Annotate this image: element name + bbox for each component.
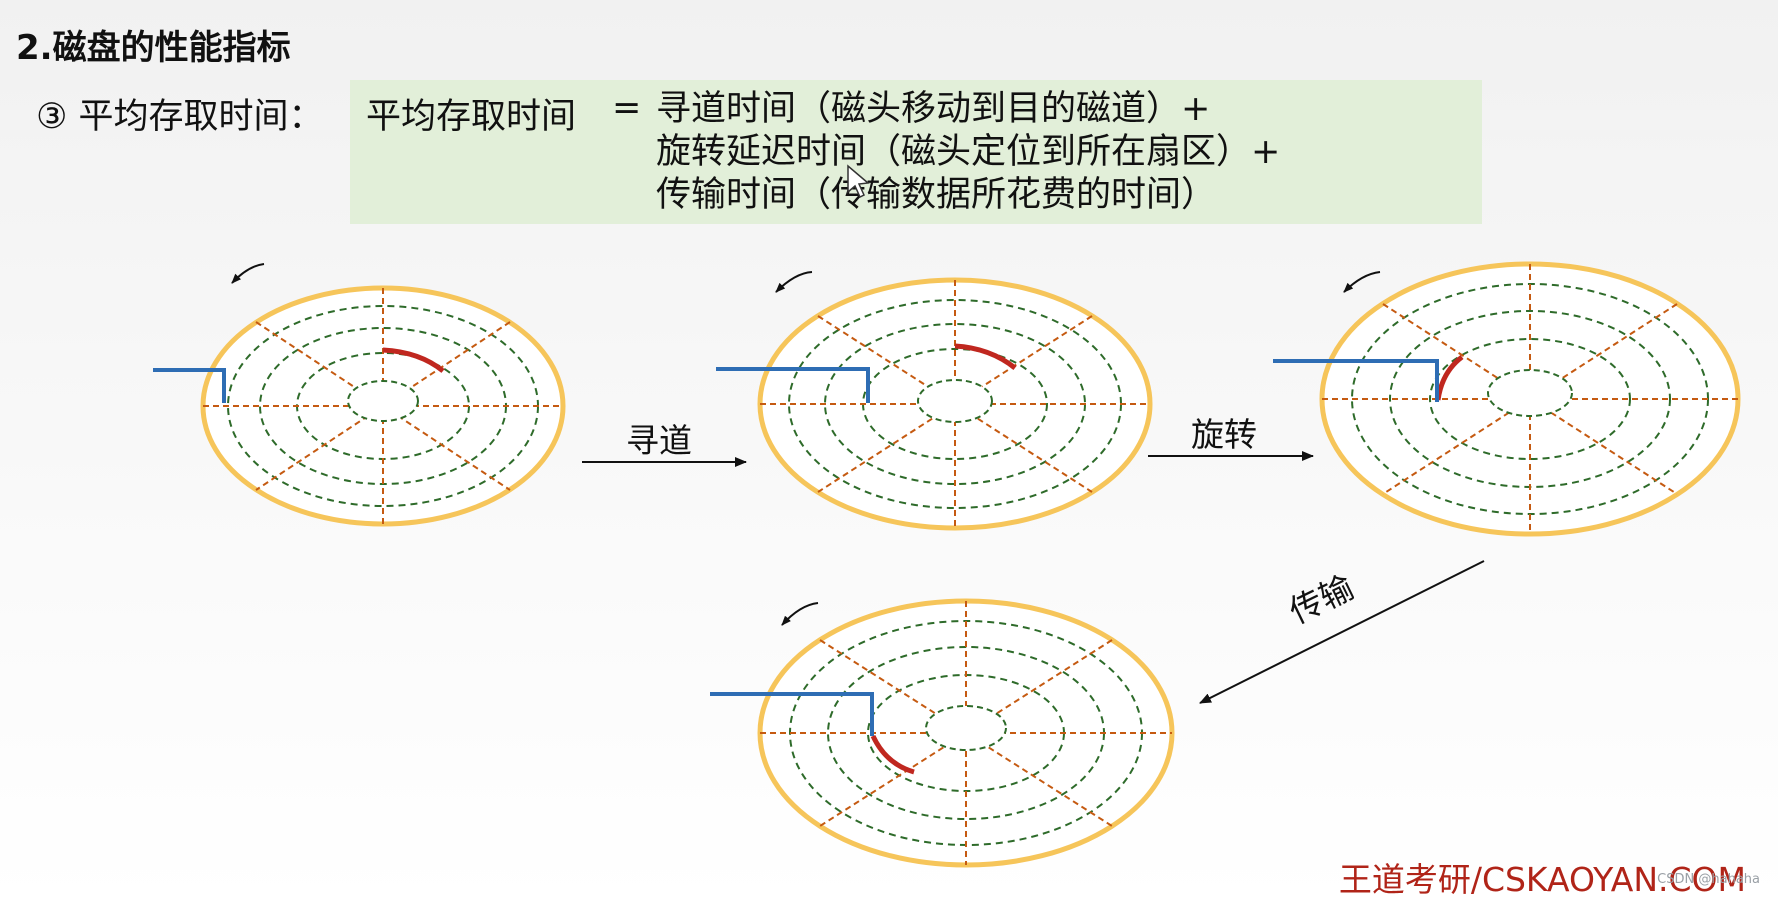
- disk-3: [1273, 261, 1741, 537]
- disk-arm: [153, 368, 226, 403]
- data-block-arc: [954, 343, 1017, 370]
- section-heading: 2.磁盘的性能指标: [16, 28, 291, 68]
- formula-term-transfer: 传输时间（传输数据所花费的时间）: [656, 175, 1217, 215]
- data-block-arc: [382, 347, 445, 373]
- disk-arm: [710, 692, 874, 736]
- watermark: 王道考研/CSKAOYAN.COM: [1338, 860, 1746, 899]
- disk-4: [710, 598, 1175, 868]
- disk-1: [153, 263, 566, 527]
- formula-term-seek: 寻道时间（磁头移动到目的磁道）+: [656, 89, 1211, 129]
- stage-label-rotate: 旋转: [1191, 415, 1257, 454]
- disk-arm: [1273, 359, 1439, 402]
- disk-arm: [716, 367, 870, 403]
- stage-label-seek: 寻道: [626, 421, 692, 460]
- formula-equals: =: [612, 88, 642, 128]
- formula-terms: 寻道时间（磁头移动到目的磁道）+ 旋转延迟时间（磁头定位到所在扇区）+ 传输时间…: [656, 88, 1280, 217]
- formula-term-rotation: 旋转延迟时间（磁头定位到所在扇区）+: [656, 132, 1281, 172]
- formula-left: 平均存取时间: [366, 97, 577, 137]
- mouse-cursor-icon: [847, 164, 870, 199]
- transfer-arrow: [1199, 560, 1485, 704]
- subheading: ③ 平均存取时间：: [36, 97, 324, 137]
- rotation-arrow-icon: [775, 271, 813, 293]
- rotation-arrow-icon: [1343, 271, 1381, 293]
- rotation-arrow-icon: [781, 602, 819, 626]
- data-block-arc: [870, 734, 915, 775]
- disk-2: [716, 271, 1153, 531]
- rotation-arrow-icon: [231, 263, 265, 284]
- credit-text: CSDN @hahaha: [1657, 872, 1760, 887]
- formula-box: 平均存取时间 = 寻道时间（磁头移动到目的磁道）+ 旋转延迟时间（磁头定位到所在…: [350, 80, 1482, 224]
